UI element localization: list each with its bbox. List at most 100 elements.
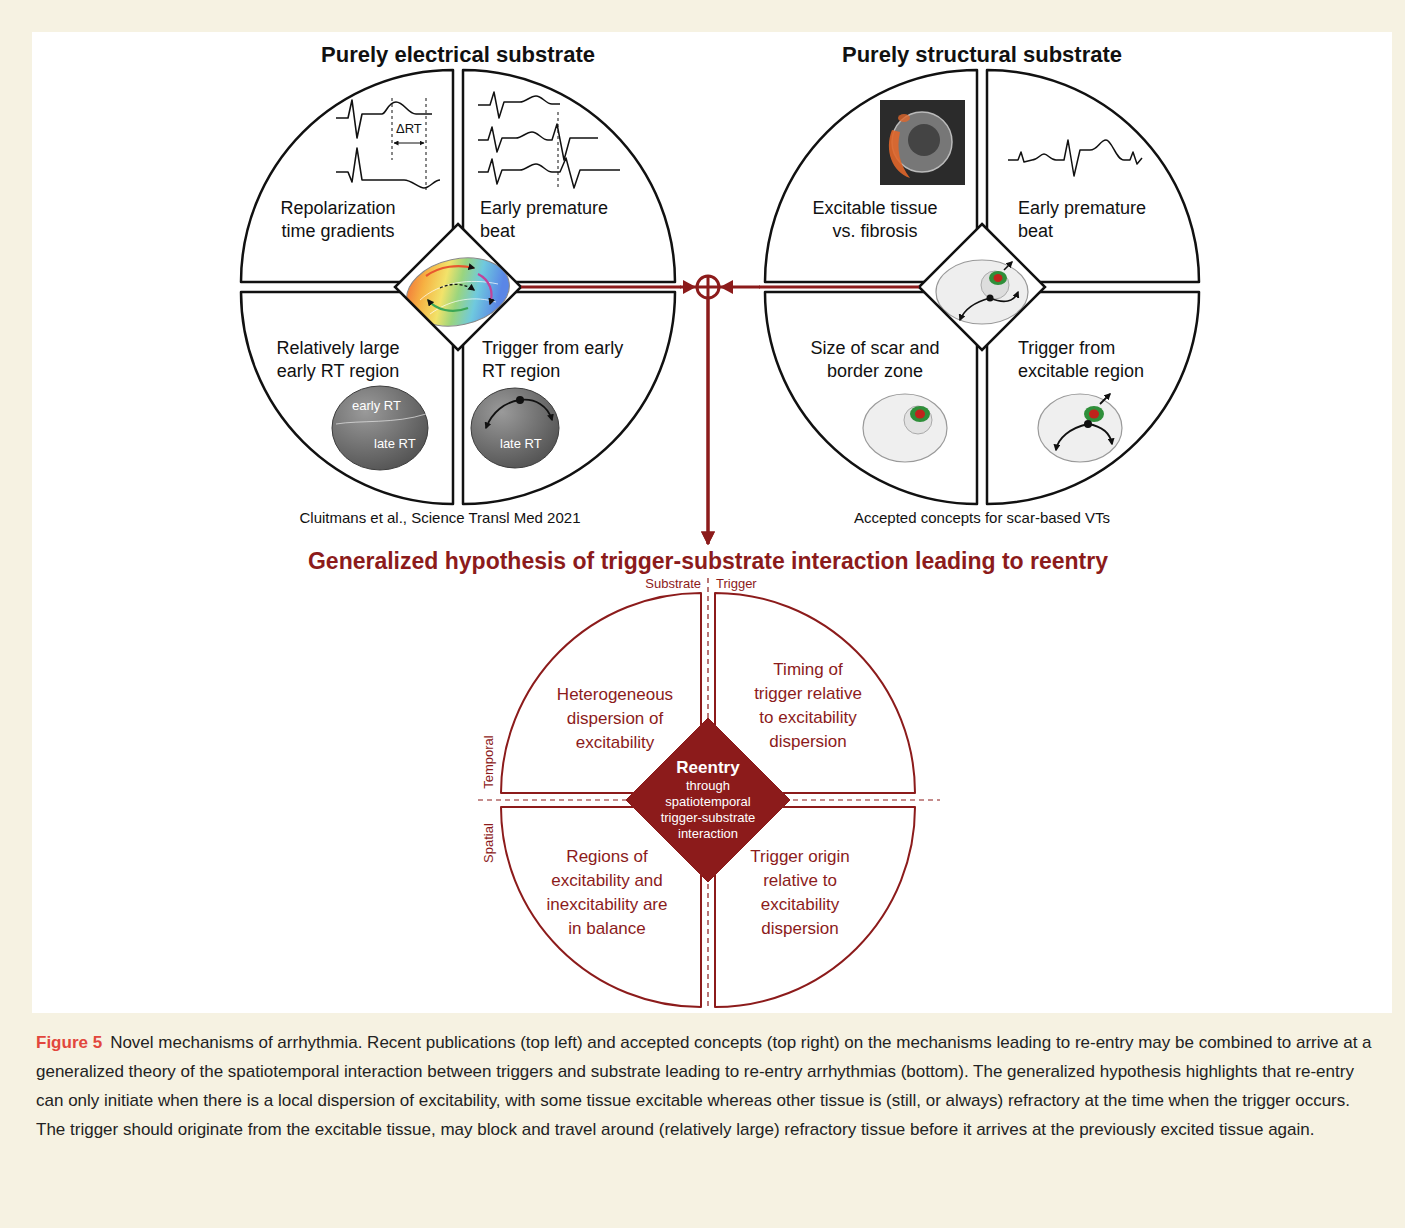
axis-label: Temporal <box>481 735 497 788</box>
ecg-traces <box>478 92 620 188</box>
merge-symbol <box>521 286 681 289</box>
mri-image <box>889 130 910 178</box>
mri-image <box>880 100 965 185</box>
ecg-traces <box>336 148 440 188</box>
quadrant-panel: Trigger from early RT region <box>460 289 678 507</box>
connector-arrow <box>680 287 708 544</box>
quadrant-outline <box>987 292 1199 504</box>
heart-trigger-map <box>516 396 524 404</box>
figure-number: Figure 5 <box>36 1033 102 1052</box>
electrical-diamond <box>400 249 515 335</box>
quadrant-text: Trigger from early RT region <box>482 337 632 383</box>
quadrant-outline <box>984 289 1202 507</box>
rt-markers <box>426 98 427 190</box>
quadrant-outline <box>238 67 456 285</box>
quadrant-text: Relatively large early RT region <box>268 337 408 383</box>
quadrant-outline <box>241 70 453 282</box>
merge-symbol <box>697 276 719 298</box>
quadrant-text: Early premature beat <box>1018 197 1158 243</box>
merge-symbol <box>707 276 710 298</box>
mri-image <box>908 124 940 156</box>
quadrant-outline <box>987 70 1199 282</box>
heart-trigger-map <box>486 400 520 428</box>
structural-diamond <box>987 295 994 302</box>
structural-diamond <box>936 260 1028 324</box>
merge-symbol <box>720 280 733 294</box>
quadrant-outline <box>765 70 977 282</box>
electrical-diamond <box>430 299 496 314</box>
electrical-diamond <box>426 266 474 276</box>
structural-diamond <box>919 224 1045 350</box>
quadrant-text: Size of scar and border zone <box>805 337 945 383</box>
structural-diamond <box>936 260 1028 324</box>
structural-diamond <box>960 298 990 320</box>
quadrant-panel: Relatively large early RT region <box>238 289 456 507</box>
electrical-diamond <box>428 300 468 311</box>
ecg-traces <box>336 100 432 138</box>
connector-arrow <box>708 287 760 544</box>
quadrant-text: Excitable tissue vs. fibrosis <box>805 197 945 243</box>
substrate-panel: Purely structural substrateExcitable tis… <box>760 42 1204 506</box>
panel-heading: Purely structural substrate <box>760 42 1204 68</box>
structural-diamond <box>994 274 1003 282</box>
electrical-diamond <box>395 224 521 350</box>
heart-trigger-model <box>1100 394 1110 404</box>
quadrant-panel: Early premature beat <box>460 67 678 285</box>
substrate-panel: Purely electrical substrateRepolarizatio… <box>236 42 680 506</box>
structural-diamond <box>990 292 1018 301</box>
quadrant-panel: Repolarization time gradients <box>238 67 456 285</box>
electrical-diamond <box>440 284 474 290</box>
reentry-diamond: Reentrythrough spatiotemporal trigger-su… <box>626 718 790 882</box>
electrical-diamond <box>478 274 492 304</box>
axis-label: Substrate <box>560 576 701 592</box>
mri-image <box>892 112 952 172</box>
quadrant-text: Repolarization time gradients <box>268 197 408 243</box>
heart-rt-map <box>336 414 426 424</box>
merge-symbol <box>683 280 696 294</box>
quadrant-outline <box>765 292 977 504</box>
heart-trigger-model <box>1056 424 1088 450</box>
heart-trigger-map <box>520 400 552 420</box>
heart-trigger-model <box>1084 406 1104 422</box>
structural-diamond <box>989 271 1007 285</box>
quadrant-panel: Excitable tissue vs. fibrosis <box>762 67 980 285</box>
electrical-diamond <box>420 281 498 300</box>
quadrant-outline <box>463 70 675 282</box>
quadrant-text: Timing of trigger relative to excitabili… <box>748 658 868 754</box>
heart-scar-model <box>910 406 930 422</box>
ecg-trace <box>1008 140 1142 176</box>
rt-markers <box>392 98 393 160</box>
ecg-traces <box>478 92 560 118</box>
caption-paragraph: Figure 5Novel mechanisms of arrhythmia. … <box>36 1028 1374 1144</box>
heart-scar-model <box>863 394 947 462</box>
heart-trigger-model <box>1038 394 1122 462</box>
structural-diamond <box>919 224 1045 350</box>
panel-heading: Purely electrical substrate <box>236 42 680 68</box>
heart-scar-model <box>915 410 925 419</box>
quadrant-outline <box>984 67 1202 285</box>
source-note: Accepted concepts for scar-based VTs <box>782 509 1182 527</box>
mri-image <box>898 114 910 122</box>
electrical-diamond <box>400 249 515 335</box>
diamond-outline <box>626 718 790 882</box>
quadrant-text: Regions of excitability and inexcitabili… <box>542 845 672 941</box>
citation: Cluitmans et al., Science Transl Med 202… <box>240 509 640 527</box>
quadrant-outline <box>238 289 456 507</box>
merge-symbol <box>759 286 919 289</box>
heart-trigger-model <box>1038 394 1122 462</box>
quadrant-panel: Early premature beat <box>984 67 1202 285</box>
heart-trigger-model <box>1088 424 1112 444</box>
axis-label: Spatial <box>481 823 497 863</box>
ecg-traces <box>478 124 598 160</box>
quadrant-panel: Trigger from excitable region <box>984 289 1202 507</box>
heart-trigger-model <box>1089 410 1099 419</box>
structural-diamond <box>919 224 1045 350</box>
diamond-text: through spatiotemporal trigger-substrate… <box>648 778 768 842</box>
quadrant-outline <box>463 292 675 504</box>
quadrant-text: Early premature beat <box>480 197 620 243</box>
axis-dashes <box>478 578 940 1010</box>
region-label: late RT <box>500 436 542 452</box>
heart-trigger-map <box>471 388 559 468</box>
structural-diamond <box>1004 262 1012 270</box>
